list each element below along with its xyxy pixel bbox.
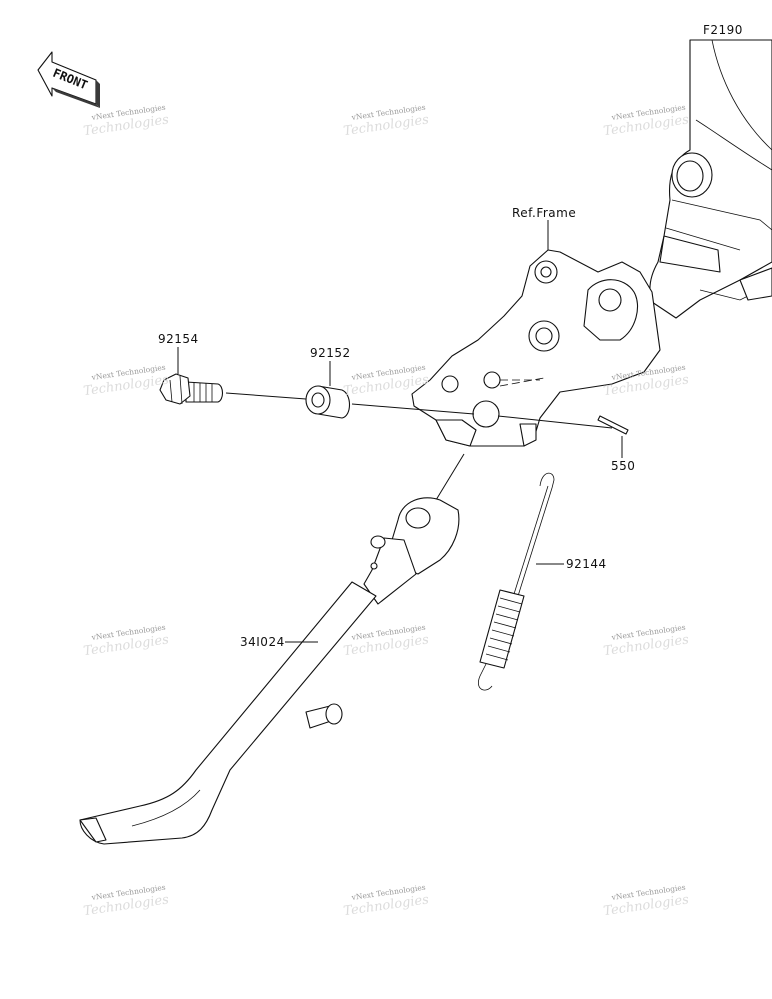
figure-id: F2190 <box>703 23 743 37</box>
bolt-92154 <box>159 373 224 405</box>
cotter-pin-550 <box>597 415 629 435</box>
side-stand-34i024 <box>79 453 465 845</box>
part-number-92154: 92154 <box>158 332 199 346</box>
part-number-34i024: 34I024 <box>240 635 285 649</box>
frame-reference <box>411 39 772 447</box>
ref-frame-label: Ref.Frame <box>512 206 576 220</box>
part-number-550: 550 <box>611 459 635 473</box>
front-arrow-icon: FRONT <box>37 51 100 108</box>
part-number-92152: 92152 <box>310 346 351 360</box>
part-number-92144: 92144 <box>566 557 607 571</box>
spring-92144 <box>478 472 555 691</box>
collar-92152 <box>305 385 351 419</box>
